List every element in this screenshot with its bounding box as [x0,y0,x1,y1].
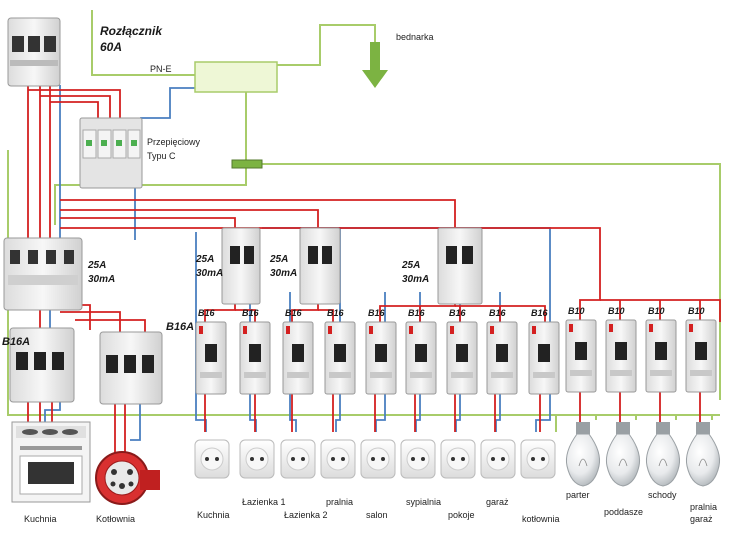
pe-label: PN-E [150,64,172,74]
ground-label: bednarka [396,32,434,42]
label-garaz: garaż [486,497,509,507]
wall-socket-icon [239,439,275,479]
label-poddasze: poddasze [604,507,643,517]
breaker-label-2: B16 [242,308,260,318]
breaker-label-3: B16 [285,308,303,318]
label-pokoje: pokoje [448,510,475,520]
main-switch-rating: 60A [100,40,122,54]
label-schody: schody [648,490,677,500]
breaker-label-7: B16 [449,308,467,318]
light-bulb-icon [646,422,680,487]
breaker-label-1: B16 [198,308,216,318]
breaker-label-4: B16 [327,308,345,318]
main-rcd-sensitivity: 30mA [88,274,115,285]
label-sypialnia: sypialnia [406,497,441,507]
wall-socket-icon [440,439,476,479]
label-lazienka2: Łazienka 2 [284,510,328,520]
main-switch [7,17,61,87]
breaker-kotlownia-3p [99,331,163,405]
light-bulb-icon [606,422,640,487]
rcd-3-current: 25A [401,260,420,271]
breaker-12: B10 [645,306,677,393]
breaker-kuchnia-3p [9,327,75,403]
label-pralnia-garaz-1: pralnia [690,502,717,512]
surge-protector [79,117,143,189]
wall-socket-icon [320,439,356,479]
wall-socket-icon [520,439,556,479]
load-row [194,422,720,487]
breaker-label-13: B10 [688,306,705,316]
breaker-10: B10 [565,306,597,393]
wall-socket-icon [194,439,230,479]
rcd-3-sensitivity: 30mA [402,274,429,285]
left-breaker-label-1: B16A [2,336,30,348]
main-switch-title: Rozłącznik [100,24,163,38]
wall-socket-icon [400,439,436,479]
left-breaker-label-2: B16A [166,321,194,333]
light-bulb-icon [686,422,720,487]
rcd-3 [437,227,483,305]
breaker-5: B16 [365,308,397,395]
label-kuchnia-stove: Kuchnia [24,514,57,524]
rcd-1 [221,227,261,305]
pe-bar [231,159,263,169]
breaker-7: B16 [446,308,478,395]
label-pralnia-garaz-2: garaż [690,514,713,524]
breaker-8: B16 [486,308,518,395]
breaker-label-5: B16 [368,308,386,318]
breaker-13: B10 [685,306,717,393]
breaker-4: B16 [324,308,356,395]
breaker-label-8: B16 [489,308,507,318]
rcd-1-sensitivity: 30mA [196,268,223,279]
stove-icon [11,421,91,503]
breaker-label-12: B10 [648,306,665,316]
breaker-9: B16 [528,308,560,395]
label-kotlownia: kotłownia [522,514,560,524]
wall-socket-icon [360,439,396,479]
spd-label-1: Przepięciowy [147,137,201,147]
label-parter: parter [566,490,590,500]
wall-socket-icon [280,439,316,479]
breaker-6: B16 [405,308,437,395]
breaker-2: B16 [239,308,271,395]
label-salon: salon [366,510,388,520]
breaker-label-10: B10 [568,306,585,316]
main-rcd-current: 25A [87,260,106,271]
breaker-3: B16 [282,308,314,395]
label-kotlownia-socket: Kotłownia [96,514,135,524]
breaker-label-9: B16 [531,308,549,318]
wall-socket-icon [480,439,516,479]
breaker-row: B16 B16 B16 B16 B16 B16 B16 B16 B16 B10 B10 B10 B10 [195,306,717,395]
rcd-2-current: 25A [269,254,288,265]
breaker-11: B10 [605,306,637,393]
breaker-1: B16 [195,308,227,395]
main-rcd [3,237,83,311]
rcd-2 [299,227,341,305]
ground-arrow-icon [362,42,388,88]
breaker-label-11: B10 [608,306,625,316]
breaker-label-6: B16 [408,308,426,318]
rcd-1-current: 25A [195,254,214,265]
label-pralnia: pralnia [326,497,353,507]
rcd-2-sensitivity: 30mA [270,268,297,279]
pe-bus-box [194,61,278,93]
spd-label-2: Typu C [147,151,176,161]
label-lazienka1: Łazienka 1 [242,497,286,507]
industrial-socket-icon [95,451,160,505]
label-kuchnia: Kuchnia [197,510,230,520]
light-bulb-icon [566,422,600,487]
